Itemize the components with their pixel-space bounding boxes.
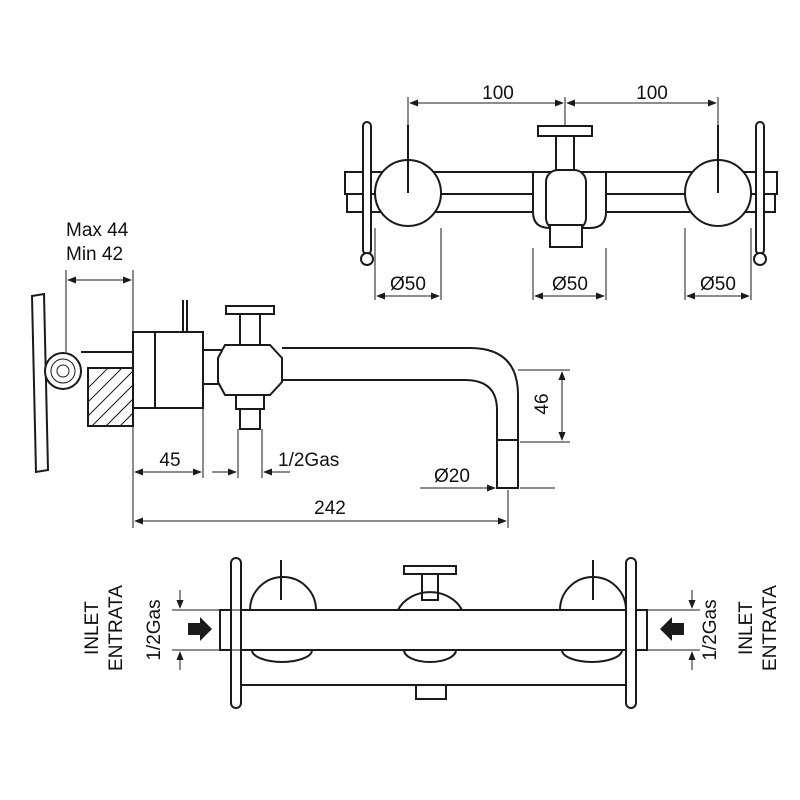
front-center-spout-body [545,169,587,231]
body-block-outer [132,331,156,409]
right-inlet-thread-label: 1/2Gas [700,599,721,660]
right-entrata-label: ENTRATA [760,585,781,671]
dim-spacing-right: 100 [636,83,668,104]
top-body [239,609,636,651]
inlet-coil-outer [44,352,82,390]
wall-flange [30,292,50,474]
dim-thread-outlet: 1/2Gas [278,450,339,471]
wall-hatching [87,367,134,427]
inlet-coil-inner [56,364,70,378]
dim-spout-diameter: Ø20 [434,466,470,487]
top-right-bracket [625,557,637,709]
side-view: Max 44 Min 42 46 Ø20 45 1/2Gas 242 [30,220,570,528]
dim-spout-height: 46 [532,393,553,414]
top-center-stem [421,573,439,601]
top-right-knob-lower [560,649,624,663]
spout-top-edge [282,347,519,440]
dim-depth-45: 45 [159,450,180,471]
wall-section [87,367,134,427]
front-right-bracket-foot [753,252,767,266]
right-inlet-arrow-icon [660,617,684,641]
top-view: INLET ENTRATA 1/2Gas 1/2Gas INLET ENTRAT… [82,557,781,709]
body-block [154,331,204,409]
outlet-nut [235,394,265,410]
right-inlet-label: INLET [736,601,757,655]
dim-total-length: 242 [314,498,346,519]
dim-spacing-left: 100 [482,83,514,104]
top-left-inlet-stub [219,609,232,651]
diverter-cross-handle [225,305,275,315]
wall-max-label: Max 44 [66,220,129,241]
dim-diameter-left: Ø50 [390,274,426,295]
diverter-stem [239,313,261,346]
left-inlet-label: INLET [82,601,103,655]
top-center-knob-lower [402,649,458,663]
front-center-stem [555,135,575,171]
spout-tip [496,439,519,489]
left-entrata-label: ENTRATA [106,585,127,671]
front-view: 100 100 Ø50 Ø50 Ø50 [344,83,778,300]
left-inlet-thread-label: 1/2Gas [144,599,165,660]
outlet-thread [239,408,261,430]
top-left-bracket [230,557,242,709]
front-right-bracket [755,121,765,255]
front-center-cross-handle [537,125,593,137]
top-left-knob-lower [250,649,314,663]
dim-diameter-right: Ø50 [700,274,736,295]
front-center-spout-tip [549,224,583,248]
top-right-inlet-stub [635,609,648,651]
dim-diameter-center: Ø50 [552,274,588,295]
wall-min-label: Min 42 [66,244,123,265]
top-center-cross-handle [403,565,457,575]
top-left-knob [248,576,318,611]
front-left-bracket [362,121,372,255]
diverter-body [217,344,283,396]
left-inlet-arrow-icon [188,617,212,641]
front-left-bracket-foot [360,252,374,266]
top-center-knob [396,591,464,611]
inlet-coil-mid [50,358,76,384]
top-outlet-nut [415,684,447,700]
spout-bottom-edge [282,379,498,440]
